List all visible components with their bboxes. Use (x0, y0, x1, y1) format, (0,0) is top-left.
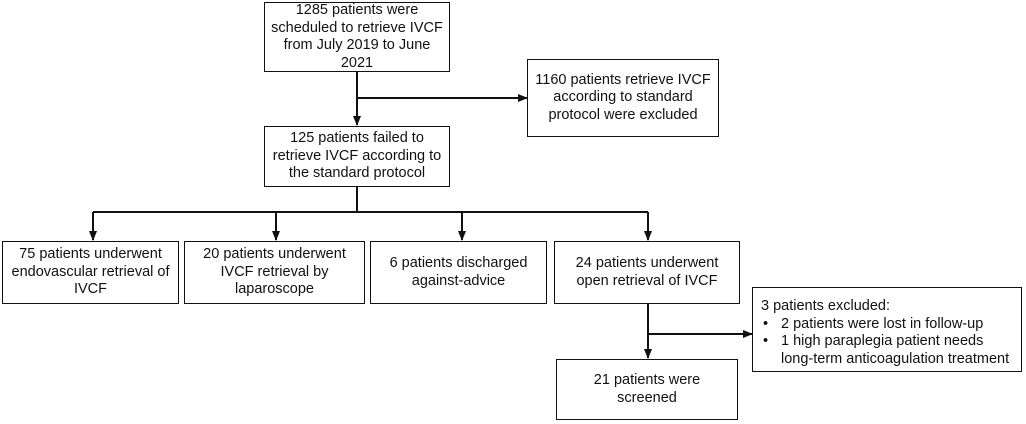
excluded-open-item-text: 1 high paraplegia patient needs long-ter… (781, 333, 1010, 367)
excluded-open-item: • 2 patients were lost in follow-up (761, 316, 1013, 334)
branch-text-laparoscope: 20 patients underwent IVCF retrieval by … (203, 246, 346, 298)
excluded-standard-box: 1160 patients retrieve IVCF according to… (527, 59, 719, 137)
excluded-open-heading: 3 patients excluded: (761, 298, 890, 314)
branch-box-open-retrieval: 24 patients underwent open retrieval of … (554, 241, 740, 304)
failed-text: 125 patients failed to retrieve IVCF acc… (272, 130, 442, 182)
branch-box-discharged: 6 patients discharged against-advice (370, 241, 547, 304)
excluded-open-item-text: 2 patients were lost in follow-up (781, 315, 984, 332)
excluded-standard-text: 1160 patients retrieve IVCF according to… (535, 71, 711, 123)
excluded-open-box: 3 patients excluded: • 2 patients were l… (752, 287, 1022, 372)
branch-box-endovascular: 75 patients underwent endovascular retri… (2, 241, 179, 304)
start-box: 1285 patients were scheduled to retrieve… (264, 2, 450, 72)
branch-text-discharged: 6 patients discharged against-advice (389, 255, 528, 289)
excluded-open-item: • 1 high paraplegia patient needs long-t… (761, 333, 1013, 368)
bullet-icon: • (763, 333, 769, 349)
screened-box: 21 patients were screened (556, 359, 738, 420)
branch-box-laparoscope: 20 patients underwent IVCF retrieval by … (184, 241, 365, 304)
failed-box: 125 patients failed to retrieve IVCF acc… (264, 126, 450, 187)
excluded-open-list: • 2 patients were lost in follow-up • 1 … (761, 316, 1013, 369)
bullet-icon: • (763, 315, 769, 332)
branch-text-endovascular: 75 patients underwent endovascular retri… (11, 246, 170, 298)
screened-text: 21 patients were screened (593, 372, 701, 406)
start-text: 1285 patients were scheduled to retrieve… (271, 2, 443, 71)
branch-text-open-retrieval: 24 patients underwent open retrieval of … (575, 255, 719, 289)
